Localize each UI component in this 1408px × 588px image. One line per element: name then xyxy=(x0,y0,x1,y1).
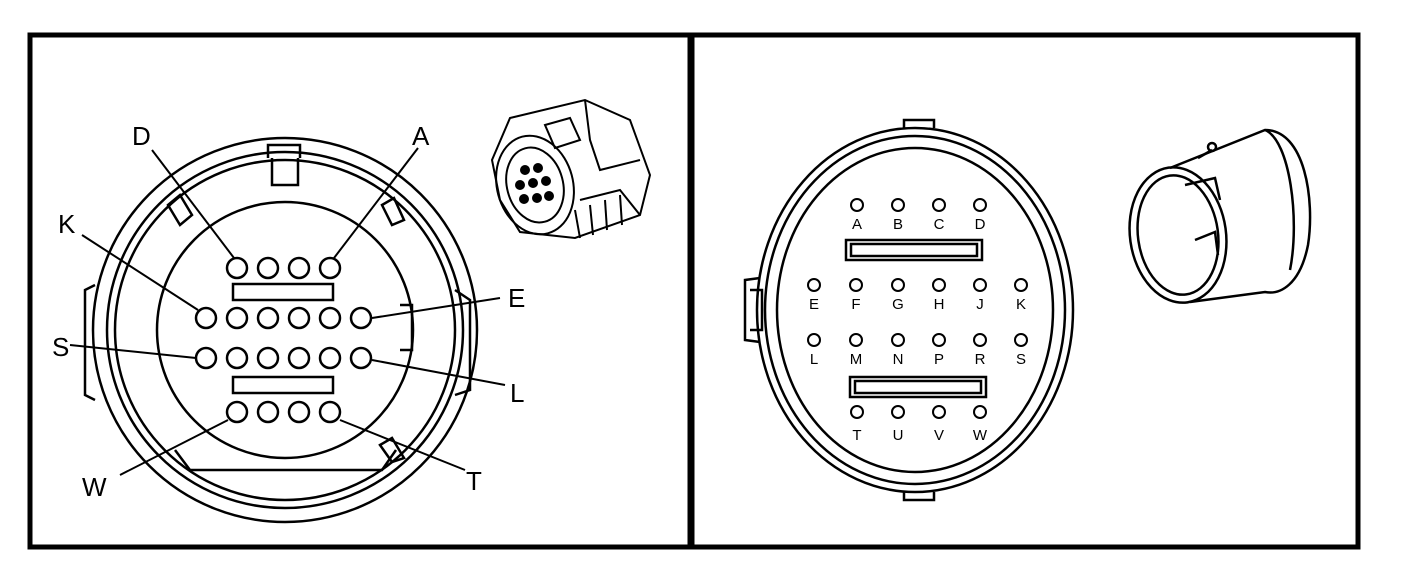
pin-label-s: S xyxy=(1016,351,1026,368)
left-pin-row2 xyxy=(194,306,373,330)
pin-label-u: U xyxy=(893,427,904,444)
pin-label-d: D xyxy=(975,216,986,233)
pin-label-a: A xyxy=(852,216,862,233)
right-connector-thumbnail xyxy=(1128,128,1312,304)
right-pin-grid xyxy=(807,198,1028,419)
right-pin-labels: A B C D E F G H J K L M N P R S T U V W xyxy=(809,216,1026,444)
pin-label-l: L xyxy=(810,351,818,368)
pin-label-w: W xyxy=(973,427,988,444)
right-key-bars xyxy=(844,238,988,399)
pin-label-t: T xyxy=(852,427,861,444)
pin-label-c: C xyxy=(934,216,945,233)
pin-label-k: K xyxy=(1016,296,1026,313)
left-pin-row4 xyxy=(225,400,342,424)
pin-label-p: P xyxy=(934,351,944,368)
pin-label-h: H xyxy=(934,296,945,313)
right-panel-frame xyxy=(689,32,1361,550)
pin-label-e: E xyxy=(809,296,819,313)
pin-label-r: R xyxy=(975,351,986,368)
callout-w: W xyxy=(82,472,107,502)
right-connector-face xyxy=(743,118,1075,502)
callout-k: K xyxy=(58,209,76,239)
left-pin-row3 xyxy=(194,346,373,370)
left-connector-thumbnail xyxy=(490,98,652,240)
callout-d: D xyxy=(132,121,151,151)
left-pin-row1 xyxy=(225,256,342,280)
callout-l: L xyxy=(510,378,524,408)
callout-a: A xyxy=(412,121,430,151)
pin-label-f: F xyxy=(851,296,860,313)
left-leader-lines xyxy=(69,147,506,476)
callout-e: E xyxy=(508,283,525,313)
left-pin-grid xyxy=(194,256,373,424)
callout-s: S xyxy=(52,332,69,362)
pin-label-g: G xyxy=(892,296,904,313)
pin-label-b: B xyxy=(893,216,903,233)
pin-label-j: J xyxy=(976,296,984,313)
pin-label-v: V xyxy=(934,427,944,444)
left-callouts: D A K E S L W T xyxy=(52,121,525,502)
pin-label-n: N xyxy=(893,351,904,368)
pin-label-m: M xyxy=(850,351,863,368)
left-top-key-bar xyxy=(231,282,335,302)
left-bottom-key-bar xyxy=(231,375,335,395)
callout-t: T xyxy=(466,466,482,496)
left-connector-face xyxy=(83,136,479,524)
